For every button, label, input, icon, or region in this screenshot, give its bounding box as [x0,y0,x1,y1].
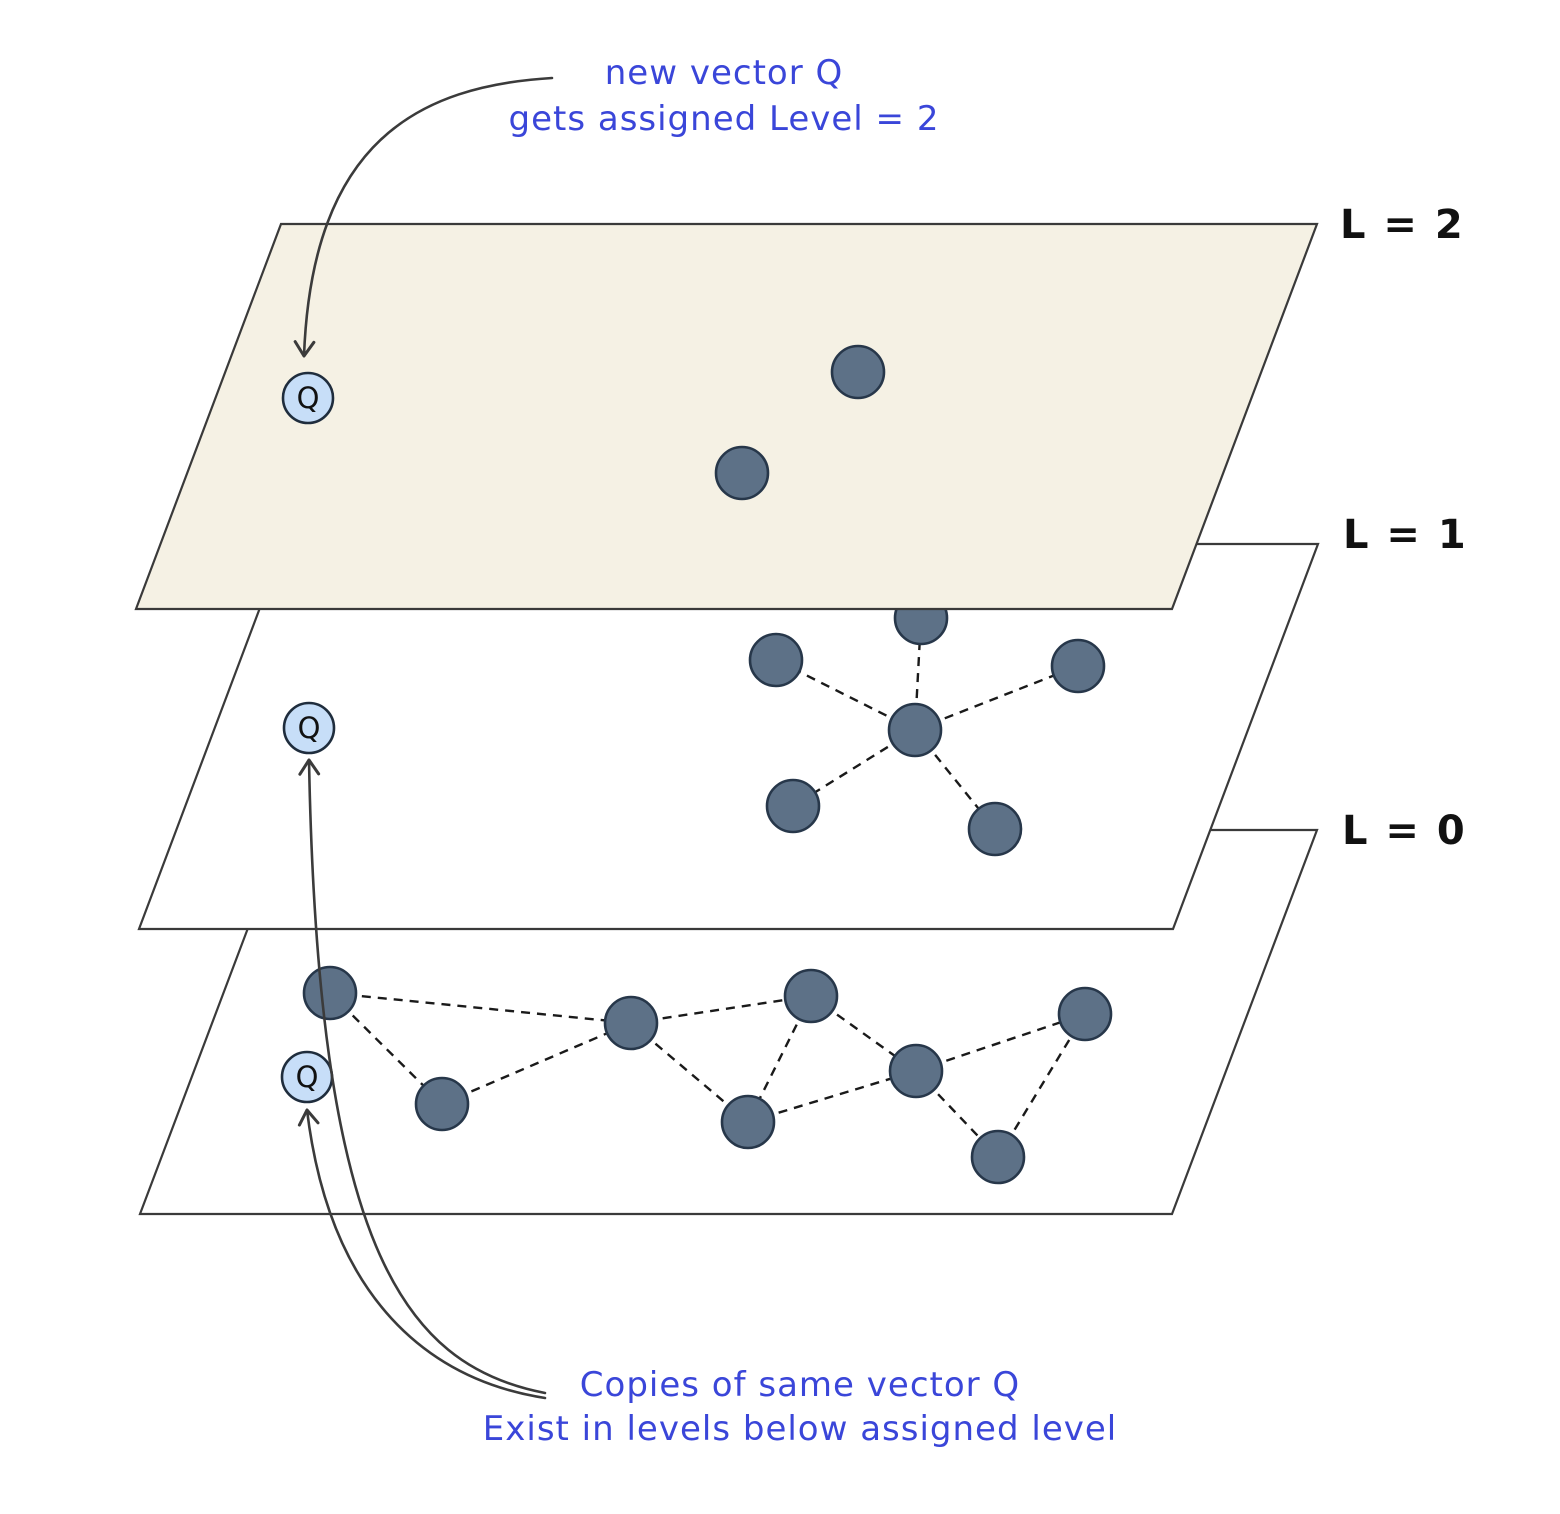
graph-node-l2 [714,445,770,501]
scene-root: Q Q Q L = 2 L = 1 L = 0 new vector Q gets assig… [134,53,1468,1449]
graph-node-l0 [1057,986,1113,1042]
level-label-l0: L = 0 [1342,808,1467,854]
arrow-copies-to-l0-q [297,1108,547,1400]
q-node-label-l2: Q [297,381,320,415]
level-label-l1: L = 1 [1343,512,1468,558]
graph-node-l0 [783,968,839,1024]
q-node-label-l0: Q [296,1060,319,1094]
annotation-top-line-2: gets assigned Level = 2 [509,99,940,139]
graph-edge-l0 [996,1013,1087,1158]
annotation-bottom-line-2: Exist in levels below assigned level [483,1409,1117,1449]
graph-edge-l0 [747,1069,917,1124]
graph-node-l1 [967,801,1023,857]
plane-l2 [134,222,1319,611]
graph-edge-l0 [630,994,812,1025]
graph-edge-l0 [441,1021,632,1106]
graph-node-l1 [748,632,804,688]
graph-edge-l0 [329,991,632,1025]
graph-node-l2 [830,344,886,400]
graph-node-l0 [970,1129,1026,1185]
q-node-label-l1: Q [298,711,321,745]
graph-node-l1 [1050,638,1106,694]
graph-node-l0 [888,1043,944,1099]
annotation-top-line-1: new vector Q [605,53,844,93]
graph-node-l1 [765,778,821,834]
graph-node-l0 [603,995,659,1051]
graph-node-l0 [414,1076,470,1132]
level-group-l2: Q [134,222,1319,611]
graph-node-l0 [720,1094,776,1150]
annotation-bottom-line-1: Copies of same vector Q [580,1365,1020,1405]
q-node-l2 [281,371,335,425]
graph-node-l1 [887,702,943,758]
graph-edge-l0 [915,1012,1086,1073]
level-label-l2: L = 2 [1340,202,1465,248]
arrow-copies-to-l1-q [298,758,547,1395]
graph-node-l0 [302,965,358,1021]
q-node-l1 [282,701,336,755]
arrow-new-vector-to-l2-q [293,76,554,358]
graph-edge-l1 [914,664,1079,732]
